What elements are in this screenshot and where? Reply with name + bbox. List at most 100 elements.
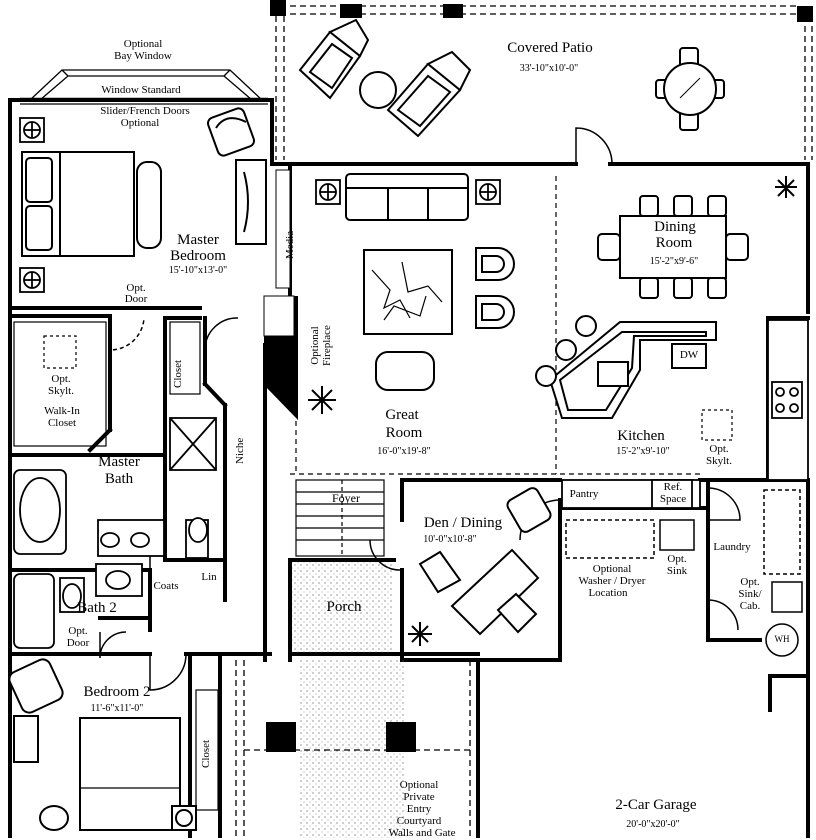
- laundry-label: Laundry: [713, 541, 751, 553]
- master-bath-fixtures: [13, 417, 217, 559]
- washer-dryer-label-1: Optional: [592, 563, 632, 575]
- courtyard-walls: [235, 660, 471, 838]
- great-room-lamps: [315, 179, 501, 205]
- master-closet-label: Closet: [172, 359, 184, 388]
- great-room-sofa: [345, 173, 469, 221]
- wh-label: WH: [774, 634, 790, 644]
- courtyard-label-3: Entry: [406, 803, 432, 815]
- ref-space-label-2: Space: [659, 493, 687, 505]
- ref-space-label-1: Ref.: [663, 481, 683, 493]
- laundry-fixtures: [565, 489, 803, 657]
- washer-dryer-label-3: Location: [588, 587, 628, 599]
- bedroom2-closet-box: [195, 689, 219, 811]
- courtyard-label-5: Walls and Gate: [388, 827, 456, 839]
- foyer-divider: [290, 176, 700, 475]
- bay-window-label-2: Bay Window: [114, 50, 172, 62]
- kitchen-island: [548, 321, 717, 419]
- bath2-name: Bath 2: [77, 600, 117, 616]
- dining-room-dim: 15'-2"x9'-6": [649, 256, 699, 267]
- dw-label: DW: [679, 349, 699, 361]
- opt-sink-label-1: Opt.: [667, 553, 687, 565]
- closet-skylight: [43, 335, 77, 369]
- master-bedroom-name-2: Bedroom: [170, 248, 226, 264]
- den-desk: [418, 487, 552, 636]
- kitchen-name: Kitchen: [617, 428, 665, 444]
- dining-table: [597, 195, 749, 299]
- garage-name: 2-Car Garage: [615, 797, 697, 813]
- patio-chaise-left: [298, 18, 370, 100]
- washer-dryer-label-2: Washer / Dryer: [578, 575, 646, 587]
- opt-sink-cab-label-3: Cab.: [739, 600, 761, 612]
- master-bench: [136, 161, 162, 249]
- slider-doors-label-2: Optional: [120, 117, 160, 129]
- walk-in-closet-label-1: Walk-In: [44, 405, 80, 417]
- closet-skylight-label-1: Opt.: [51, 373, 71, 385]
- opt-door-label-1: Opt.: [126, 282, 146, 294]
- bedroom2-name: Bedroom 2: [83, 684, 151, 700]
- kitchen-skylight-label-1: Opt.: [709, 443, 729, 455]
- slider-doors-label-1: Slider/French Doors: [100, 105, 190, 117]
- patio-columns: [270, 0, 813, 22]
- covered-patio-name: Covered Patio: [507, 40, 593, 56]
- opt-sink-label-2: Sink: [666, 565, 688, 577]
- master-armchair: [206, 107, 256, 157]
- lin-label: Lin: [201, 571, 217, 583]
- great-room-chairs: [475, 247, 515, 329]
- foyer-stairs: [295, 479, 385, 557]
- garage-dim: 20'-0"x20'-0": [626, 819, 680, 830]
- master-bath-name-1: Master: [98, 454, 140, 470]
- nightstand-lamps: [19, 117, 45, 293]
- media-label: Media: [284, 230, 296, 259]
- opt-sink-cab-label-2: Sink/: [738, 588, 762, 600]
- master-bed: [21, 151, 135, 257]
- courtyard-label-2: Private: [403, 791, 435, 803]
- dining-room-name-2: Room: [655, 235, 693, 251]
- coffee-table: [363, 249, 453, 335]
- bath2-fixtures: [13, 563, 143, 649]
- dining-room-name-1: Dining: [654, 219, 696, 235]
- den-dining-name: Den / Dining: [423, 515, 503, 531]
- pantry-label: Pantry: [569, 488, 599, 500]
- wall-hatch: [263, 169, 295, 337]
- bar-stools: [535, 315, 597, 387]
- master-bedroom-name-1: Master: [177, 232, 219, 248]
- kitchen-skylight-label-2: Skylt.: [706, 455, 732, 467]
- kitchen-skylight: [701, 409, 733, 441]
- great-room-dim: 16'-0"x19'-8": [377, 446, 431, 457]
- kitchen-dim: 15'-2"x9'-10": [616, 446, 670, 457]
- walk-in-closet-label-2: Closet: [47, 417, 77, 429]
- window-standard-label: Window Standard: [101, 84, 181, 96]
- great-room-name-1: Great: [385, 407, 419, 423]
- bedroom2-furniture: [8, 658, 197, 831]
- courtyard-columns: [266, 722, 416, 752]
- great-room-name-2: Room: [385, 425, 423, 441]
- bay-window-label-1: Optional: [123, 38, 163, 50]
- den-dining-dim: 10'-0"x10'-8": [423, 534, 477, 545]
- closet-skylight-label-2: Skylt.: [48, 385, 74, 397]
- patio-chaise-right: [386, 50, 472, 138]
- porch-label: Porch: [326, 599, 362, 615]
- master-dresser: [235, 159, 267, 245]
- plant-icon: [308, 176, 797, 646]
- coats-label: Coats: [153, 580, 179, 592]
- covered-patio-outline: [275, 5, 813, 160]
- master-bedroom-dim: 15'-10"x13'-0": [168, 265, 228, 276]
- niche-label: Niche: [234, 437, 246, 464]
- opt-door-label-2: Door: [124, 293, 148, 305]
- courtyard-label-4: Courtyard: [396, 815, 442, 827]
- courtyard-label-1: Optional: [399, 779, 439, 791]
- bedroom2-closet-label: Closet: [200, 739, 212, 768]
- kitchen-counters: [561, 319, 809, 509]
- ottoman: [375, 351, 435, 391]
- bath2-opt-door-label-1: Opt.: [68, 625, 88, 637]
- patio-side-table: [359, 71, 397, 109]
- bedroom2-dim: 11'-6"x11'-0": [90, 703, 144, 714]
- bath2-opt-door-label-2: Door: [66, 637, 90, 649]
- walk-in-shelves: [13, 321, 201, 447]
- master-bath-name-2: Bath: [104, 471, 134, 487]
- opt-sink-cab-label-1: Opt.: [740, 576, 760, 588]
- covered-patio-dim: 33'-10"x10'-0": [519, 63, 579, 74]
- foyer-label: Foyer: [332, 491, 360, 505]
